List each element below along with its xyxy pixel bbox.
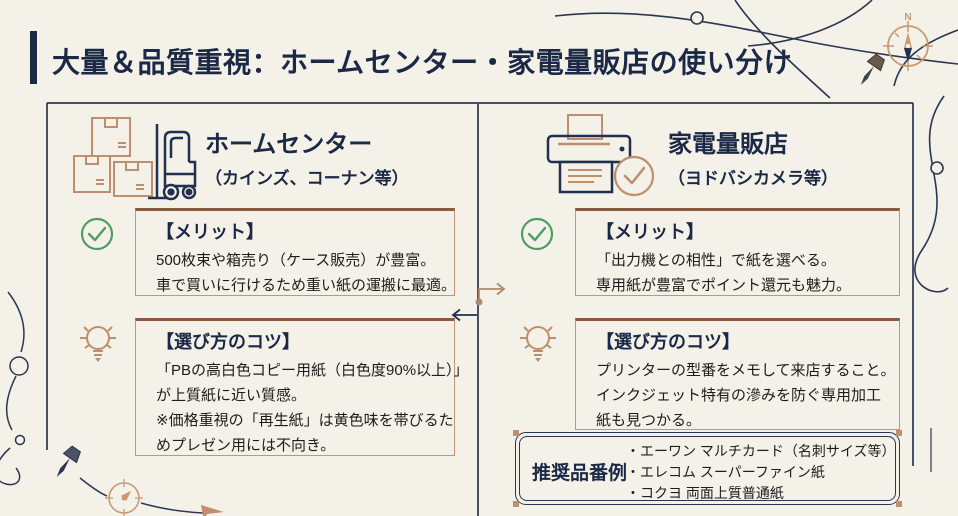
column-title: 家電量販店 [668,131,788,158]
compass-icon: N [883,12,933,71]
small-compass-icon [105,479,143,516]
paper-arrow-icon [201,505,224,516]
arrow-right-icon [478,282,506,301]
printer-icon [546,114,655,197]
panel-frame [46,102,914,466]
tips-heading: 【選び方のコツ】 [156,332,300,352]
tips-line: 紙も見つかる。 [596,412,702,429]
lightbulb-icon [80,326,116,362]
merit-line: 500枚束や箱売り（ケース販売）が豊富。 [156,252,436,269]
recommended-product-item: ・エーワン マルチカード（名刺サイズ等） [626,443,896,459]
page-title: 大量＆品質重視：ホームセンター・家電量販店の使い分け [52,47,793,78]
tips-box-home-center: 【選び方のコツ】 「PBの高白色コピー用紙（白色度90%以上）」 が上質紙に近い… [135,318,469,456]
corner-dot [896,430,902,436]
merit-box-electronics-store: 【メリット】 「出力機との相性」で紙を選べる。 専用紙が豊富でポイント還元も魅力… [575,208,900,296]
tips-box-electronics-store: 【選び方のコツ】 プリンターの型番をメモして来店すること。 インクジェット特有の… [575,318,900,430]
tips-line: が上質紙に近い質感。 [156,387,307,404]
recommended-products-inner-frame [519,436,896,501]
merit-box-home-center: 【メリット】 500枚束や箱売り（ケース販売）が豊富。 車で買いに行けるため重い… [135,208,457,296]
tips-line: めプレゼン用には不向き。 [156,437,336,454]
merit-line: 車で買いに行けるため重い紙の運搬に最適。 [156,277,457,294]
merit-line: 「出力機との相性」で紙を選べる。 [596,252,836,269]
tips-line: インクジェット特有の滲みを防ぐ専用加工 [596,387,882,404]
compass-north-label: N [904,12,911,23]
decorative-trail-bottom [79,477,204,514]
recommended-products-label: 推奨品番例 [532,463,628,484]
recommended-product-item: ・コクヨ 両面上質普通紙 [626,485,784,501]
corner-dot [513,430,519,436]
column-header-electronics-store: 家電量販店 （ヨドバシカメラ等） [668,124,838,189]
column-subtitle: （カインズ、コーナン等） [205,169,409,188]
merit-line: 専用紙が豊富でポイント還元も魅力。 [596,277,852,294]
merit-heading: 【メリット】 [156,222,264,242]
tips-heading: 【選び方のコツ】 [596,332,740,352]
tips-line: 「PBの高白色コピー用紙（白色度90%以上）」 [156,362,469,379]
check-circle-icon [520,217,554,251]
column-subtitle: （ヨドバシカメラ等） [668,169,838,188]
divider-dot [475,298,483,306]
arrow-left-icon [451,308,477,322]
title-accent-bar [30,31,37,84]
corner-dot [513,501,519,507]
tips-line: ※価格重視の「再生紙」は黄色味を帯びるた [156,412,454,429]
merit-heading: 【メリット】 [596,222,704,242]
lightbulb-icon [520,326,556,362]
column-title: ホームセンター [205,131,373,158]
check-circle-icon [80,217,114,251]
recommended-products-list: ・エーワン マルチカード（名刺サイズ等） ・エレコム スーパーファイン紙 ・コク… [626,441,895,504]
tips-line: プリンターの型番をメモして来店すること。 [596,362,896,379]
column-header-home-center: ホームセンター （カインズ、コーナン等） [205,124,409,189]
recommended-products-box: 推奨品番例 ・エーワン マルチカード（名刺サイズ等） ・エレコム スーパーファイ… [513,430,902,507]
decorative-lines [554,0,958,472]
push-pin-icon [56,445,82,477]
decorative-squiggle-left [0,291,29,486]
recommended-product-item: ・エレコム スーパーファイン紙 [626,464,825,480]
corner-dot [896,501,902,507]
forklift-boxes-icon [73,117,197,201]
push-pin-icon [860,53,886,85]
